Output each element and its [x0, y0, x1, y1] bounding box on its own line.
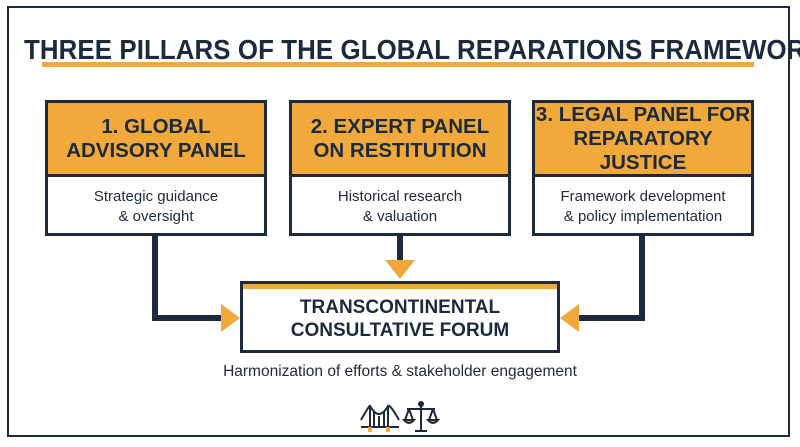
- pillar-description: Historical research & valuation: [337, 187, 463, 225]
- pillar-global-advisory-panel: 1. GLOBAL ADVISORY PANEL Strategic guida…: [45, 100, 267, 236]
- pillar-label: 2. EXPERT PANEL ON RESTITUTION: [292, 103, 508, 177]
- pillar-label: 1. GLOBAL ADVISORY PANEL: [48, 103, 264, 177]
- arrowhead-center: [385, 260, 415, 279]
- bottom-emblem: [359, 400, 441, 434]
- pillar-expert-panel-restitution: 2. EXPERT PANEL ON RESTITUTION Historica…: [289, 100, 511, 236]
- pillar-label: 3. LEGAL PANEL FOR REPARATORY JUSTICE: [535, 103, 751, 177]
- outer-frame: [7, 6, 790, 437]
- forum-box: TRANSCONTINENTAL CONSULTATIVE FORUM: [240, 281, 560, 353]
- connector-right: [576, 236, 645, 321]
- title-underline: [42, 62, 754, 67]
- pillar-legal-panel-reparatory-justice: 3. LEGAL PANEL FOR REPARATORY JUSTICE Fr…: [532, 100, 754, 236]
- forum-label: TRANSCONTINENTAL CONSULTATIVE FORUM: [290, 297, 510, 341]
- pillar-description: Framework development & policy implement…: [560, 187, 726, 225]
- diagram-title: THREE PILLARS OF THE GLOBAL REPARATIONS …: [24, 34, 800, 65]
- forum-description: Harmonization of efforts & stakeholder e…: [223, 363, 577, 380]
- pillar-description: Strategic guidance & oversight: [93, 187, 219, 225]
- arrowhead-left: [221, 304, 240, 332]
- forum-accent-bar: [243, 284, 557, 289]
- arrowhead-right: [560, 304, 579, 332]
- connector-left: [152, 236, 224, 321]
- scales-of-justice-icon: [401, 401, 441, 432]
- bridge-icon: [360, 404, 400, 432]
